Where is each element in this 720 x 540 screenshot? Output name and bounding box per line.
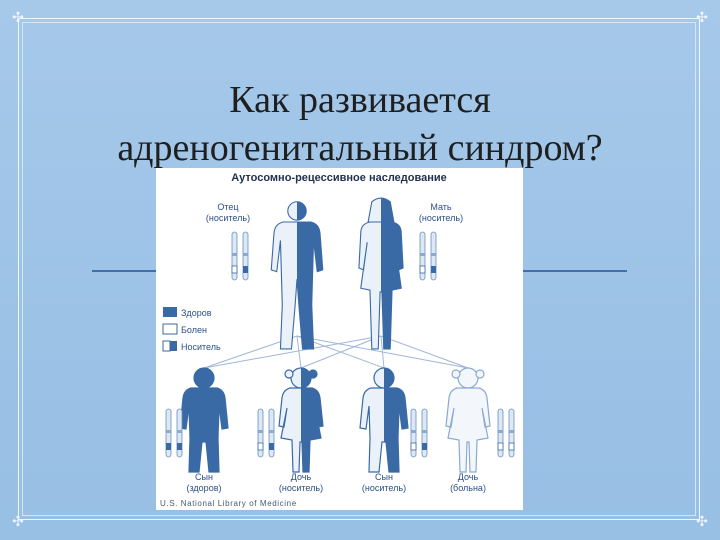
diagram-heading: Аутосомно-рецессивное наследование: [231, 172, 447, 184]
child-1-label: Сын: [195, 472, 213, 482]
legend-label-carrier: Носитель: [181, 342, 221, 352]
legend-swatch-carrier-right: [170, 341, 177, 351]
child-2-chromosomes: [257, 408, 275, 458]
child-4-figure: [445, 367, 491, 473]
title-rule-right: [523, 270, 627, 272]
cross-lines: [203, 335, 469, 369]
child-2-figure: [278, 367, 324, 473]
child-1-chromosomes: [165, 408, 183, 458]
father-chromosomes: [231, 231, 249, 281]
legend: Здоров Болен Носитель: [162, 307, 221, 352]
father-figure: [270, 201, 324, 350]
corner-ornament-icon: ✣: [12, 514, 24, 530]
legend-swatch-affected: [162, 323, 178, 335]
slide-frame: [18, 18, 700, 520]
child-1-figure: [179, 367, 229, 473]
corner-ornament-icon: ✣: [696, 514, 708, 530]
child-3-label: Сын: [375, 472, 393, 482]
corner-ornament-icon: ✣: [696, 10, 708, 26]
legend-swatch-healthy: [163, 307, 177, 317]
corner-ornament-icon: ✣: [12, 10, 24, 26]
slide-frame-inner: [22, 22, 696, 516]
mother-figure: [358, 197, 404, 350]
inheritance-diagram-svg: Аутосомно-рецессивное наследование Отец …: [160, 172, 515, 508]
title-line-2: адреногенитальный синдром?: [117, 127, 603, 169]
father-label: Отец: [217, 202, 238, 212]
child-2-label: Дочь: [291, 472, 312, 482]
child-3-figure: [359, 367, 409, 473]
legend-swatch-carrier-left: [162, 340, 171, 352]
child-3-chromosomes: [410, 408, 428, 458]
mother-label: Мать: [430, 202, 452, 212]
child-4-chromosomes: [497, 408, 515, 458]
title-rule-left: [92, 270, 158, 272]
legend-label-healthy: Здоров: [181, 308, 212, 318]
slide-title: Как развивается адреногенитальный синдро…: [60, 76, 660, 172]
child-4-label: Дочь: [458, 472, 479, 482]
child-3-status: (носитель): [362, 483, 406, 493]
legend-label-affected: Болен: [181, 325, 207, 335]
credit-line: U.S. National Library of Medicine: [160, 499, 297, 508]
child-2-status: (носитель): [279, 483, 323, 493]
mother-status: (носитель): [419, 213, 463, 223]
title-line-1: Как развивается: [229, 79, 491, 121]
child-1-status: (здоров): [187, 483, 222, 493]
child-4-status: (больна): [450, 483, 486, 493]
father-status: (носитель): [206, 213, 250, 223]
mother-chromosomes: [419, 231, 437, 281]
inheritance-diagram: Аутосомно-рецессивное наследование Отец …: [156, 168, 523, 510]
